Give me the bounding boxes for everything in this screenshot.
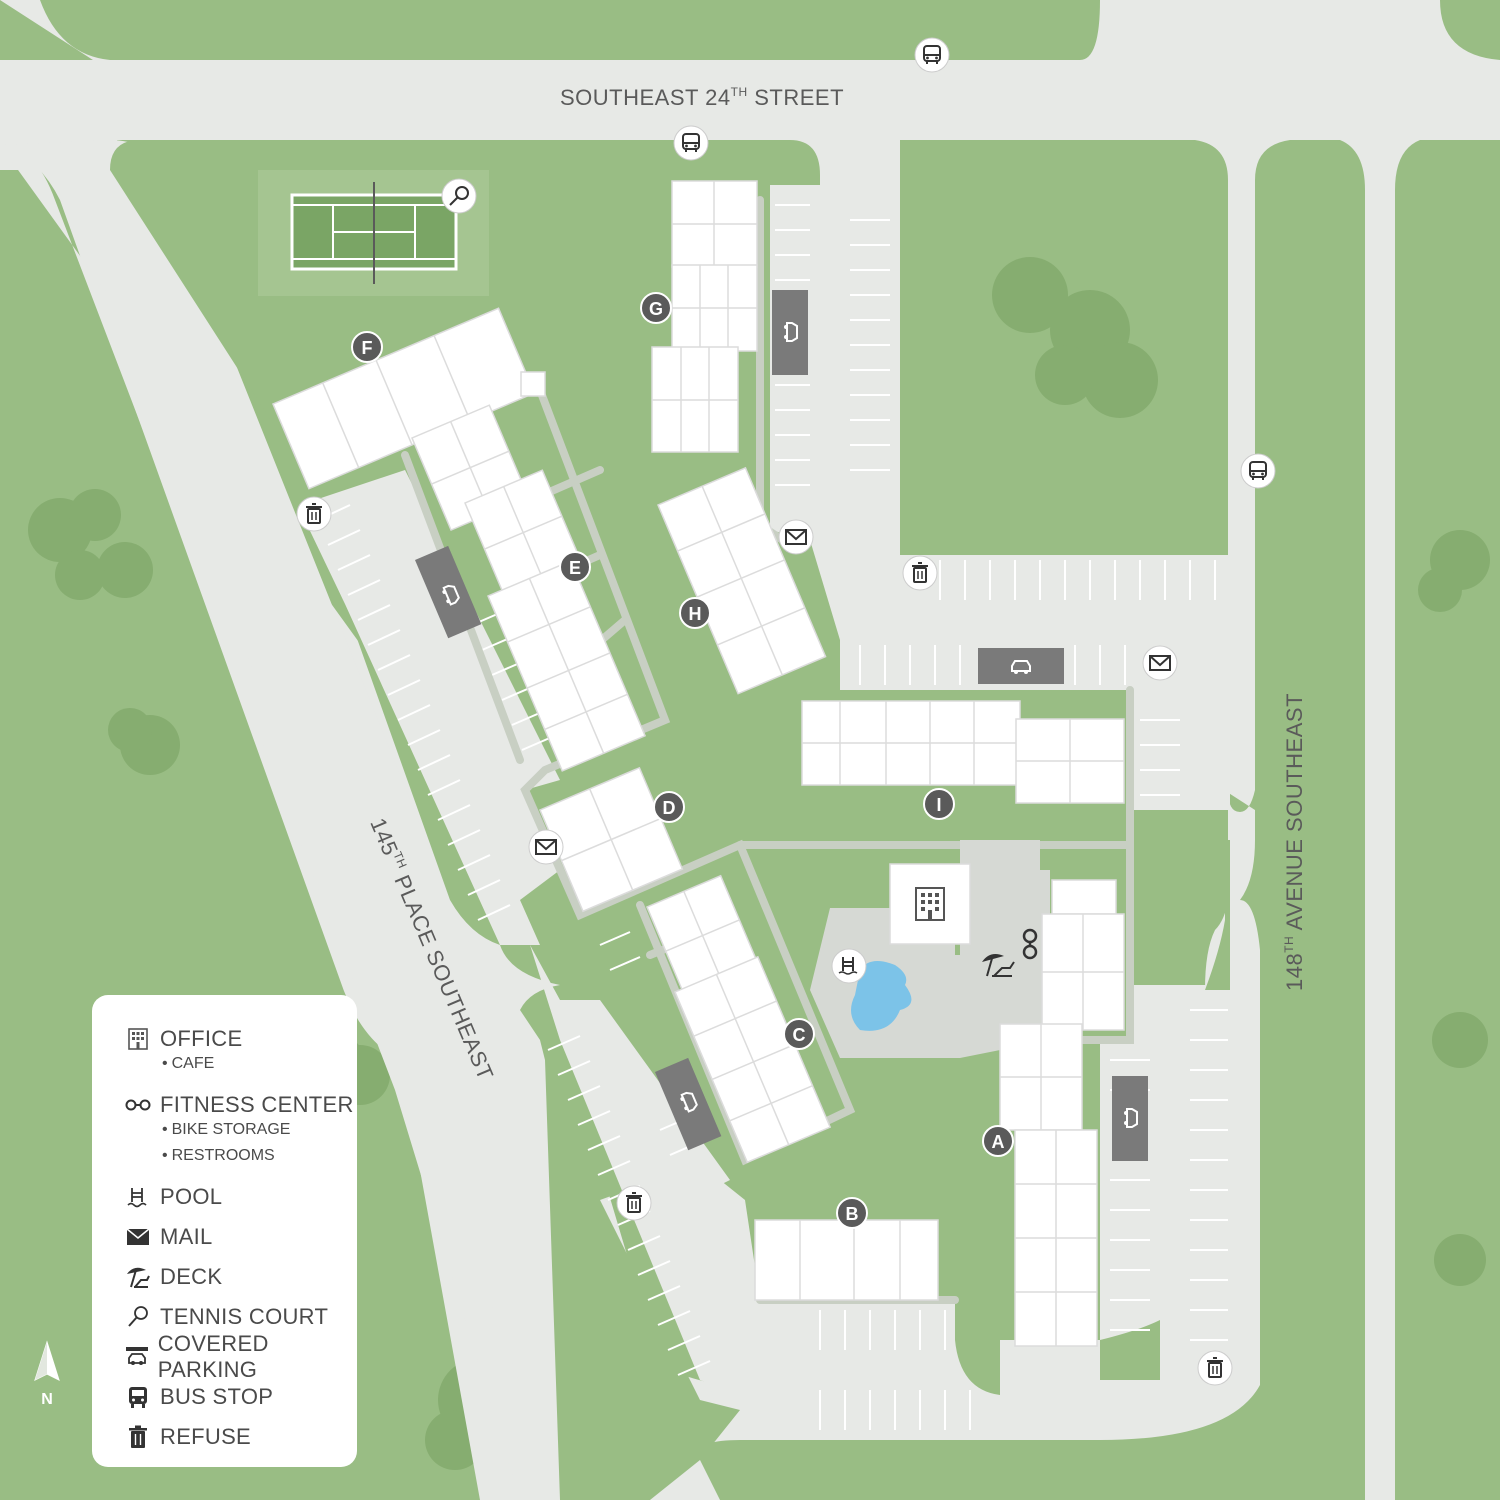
svg-text:B: B: [846, 1204, 859, 1224]
deck-icon: [124, 1263, 152, 1291]
legend-item-bus-stop: BUS STOP: [124, 1377, 357, 1417]
legend-item-mail: MAIL: [124, 1217, 357, 1257]
building-marker-b[interactable]: B: [836, 1197, 868, 1229]
mail-icon[interactable]: [528, 829, 564, 865]
svg-text:E: E: [569, 558, 581, 578]
bus-icon[interactable]: [914, 37, 950, 73]
refuse-icon[interactable]: [616, 1185, 652, 1221]
tennis-icon: [124, 1303, 152, 1331]
refuse-icon[interactable]: [296, 496, 332, 532]
north-arrow: N: [30, 1340, 64, 1410]
bus-icon[interactable]: [1240, 453, 1276, 489]
legend-label: BUS STOP: [160, 1384, 274, 1409]
svg-text:C: C: [793, 1025, 806, 1045]
legend-sub-item: •RESTROOMS: [162, 1147, 275, 1164]
building-markers: A B C D E F G H I: [351, 292, 1014, 1229]
building-marker-a[interactable]: A: [982, 1125, 1014, 1157]
deck-icon[interactable]: [982, 954, 1015, 977]
mail-icon[interactable]: [1142, 645, 1178, 681]
legend-label: TENNIS COURT: [160, 1304, 329, 1329]
svg-text:D: D: [663, 798, 676, 818]
office-icon: [124, 1025, 152, 1053]
building-marker-d[interactable]: D: [653, 791, 685, 823]
legend-item-pool: POOL: [124, 1177, 357, 1217]
legend-item-covered-parking: COVERED PARKING: [124, 1331, 357, 1382]
pool-icon[interactable]: [831, 948, 867, 984]
buildings: [272, 180, 1125, 1347]
pool: [851, 961, 912, 1031]
svg-text:I: I: [936, 795, 941, 815]
building-marker-g[interactable]: G: [640, 292, 672, 324]
legend-sub-item: •BIKE STORAGE: [162, 1121, 291, 1138]
tennis-icon[interactable]: [441, 178, 477, 214]
covered-parking-blocks: [415, 290, 1148, 1161]
office-icon[interactable]: [915, 887, 945, 921]
pool-area: [810, 840, 1050, 1058]
mail-stations: [528, 519, 1178, 865]
building-marker-f[interactable]: F: [351, 331, 383, 363]
legend-label: OFFICE: [160, 1026, 243, 1051]
legend-item-tennis: TENNIS COURT: [124, 1297, 357, 1337]
legend-label: REFUSE: [160, 1424, 252, 1449]
legend-item-fitness: FITNESS CENTER: [124, 1085, 357, 1125]
building-marker-c[interactable]: C: [783, 1018, 815, 1050]
refuse-stations: [296, 496, 1233, 1386]
street-label-top: SOUTHEAST 24TH STREET: [560, 85, 844, 110]
pool-icon: [124, 1183, 152, 1211]
mail-icon[interactable]: [778, 519, 814, 555]
legend-sub-item: •CAFE: [162, 1055, 215, 1072]
legend-label: POOL: [160, 1184, 223, 1209]
legend-label: MAIL: [160, 1224, 213, 1249]
bus-stops: [673, 37, 1276, 489]
svg-text:G: G: [649, 299, 663, 319]
legend-item-office: OFFICE: [124, 1019, 357, 1059]
building-marker-i[interactable]: I: [923, 788, 955, 820]
legend: OFFICE •CAFE FITNESS CENTER •BIKE STORAG…: [92, 995, 357, 1467]
fitness-icon: [124, 1091, 152, 1119]
bus-icon[interactable]: [673, 125, 709, 161]
building-marker-h[interactable]: H: [679, 597, 711, 629]
fitness-icon[interactable]: [1022, 928, 1038, 960]
legend-item-refuse: REFUSE: [124, 1417, 357, 1457]
refuse-icon[interactable]: [902, 555, 938, 591]
bus-icon: [124, 1383, 152, 1411]
legend-label: COVERED PARKING: [157, 1331, 269, 1382]
compass-label: N: [41, 1391, 53, 1408]
svg-text:F: F: [362, 338, 373, 358]
legend-label: DECK: [160, 1264, 223, 1289]
legend-label: FITNESS CENTER: [160, 1092, 354, 1117]
svg-text:A: A: [992, 1132, 1005, 1152]
building-marker-e[interactable]: E: [559, 551, 591, 583]
refuse-icon: [124, 1423, 152, 1451]
street-label-right: 148TH AVENUE SOUTHEAST: [1282, 693, 1307, 991]
refuse-icon[interactable]: [1197, 1350, 1233, 1386]
svg-text:H: H: [689, 604, 702, 624]
mail-icon: [124, 1223, 152, 1251]
legend-item-deck: DECK: [124, 1257, 357, 1297]
covered-parking-icon: [124, 1343, 150, 1371]
